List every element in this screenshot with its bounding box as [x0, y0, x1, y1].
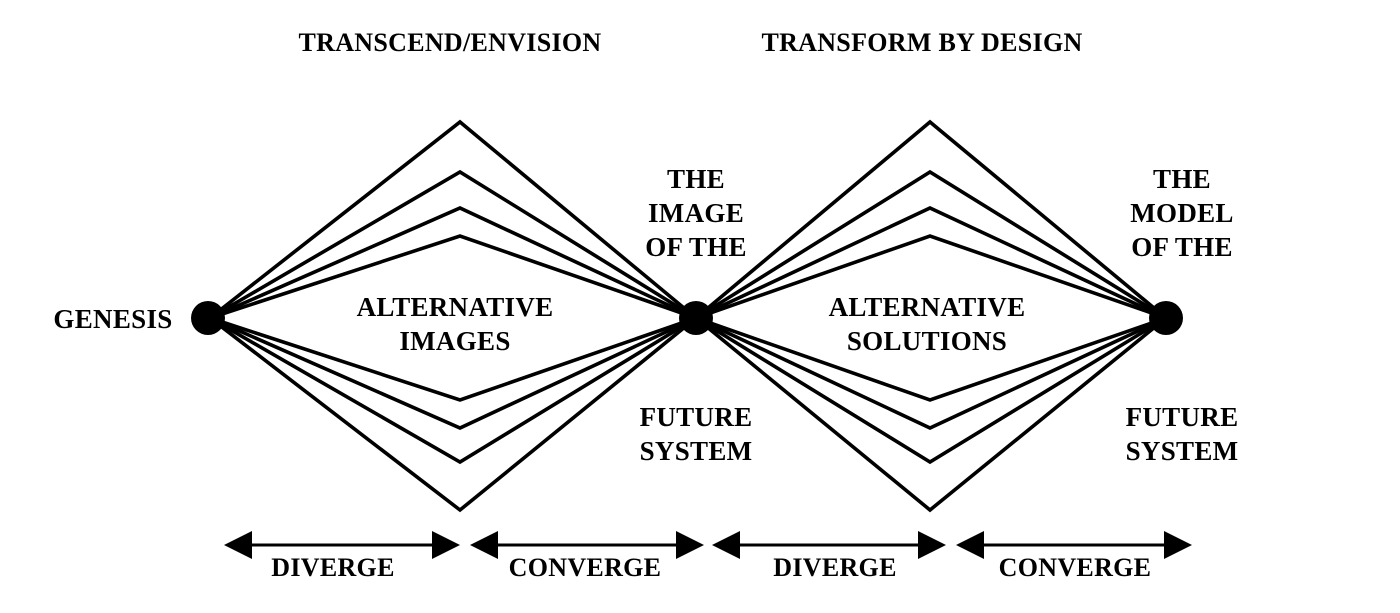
- image-future-system-line-2: SYSTEM: [639, 436, 753, 466]
- image-of-the-line-2: IMAGE: [648, 198, 744, 228]
- alternative-solutions-line-1: ALTERNATIVE: [828, 292, 1026, 322]
- image-of-the-label: THE IMAGE OF THE: [624, 162, 768, 264]
- title-transform-by-design: TRANSFORM BY DESIGN: [761, 28, 1083, 57]
- phase-diverge-1: DIVERGE: [271, 553, 395, 582]
- alternative-images-label: ALTERNATIVE IMAGES: [340, 290, 570, 358]
- left-diamond-line-bottom-1: [209, 316, 697, 402]
- left-diamond-line-bottom-4: [208, 316, 698, 513]
- left-diamond-line-top-1: [208, 119, 698, 320]
- right-diamond-line-top-1: [694, 119, 1168, 320]
- alternative-solutions-label: ALTERNATIVE SOLUTIONS: [812, 290, 1042, 358]
- model-of-the-line-1: THE: [1153, 164, 1211, 194]
- diverge-arrow-2: [712, 531, 946, 559]
- converge-arrow-2: [956, 531, 1192, 559]
- title-transcend-envision: TRANSCEND/ENVISION: [298, 28, 602, 57]
- model-node: [1149, 301, 1183, 335]
- image-node: [679, 301, 713, 335]
- image-of-the-line-3: OF THE: [645, 232, 747, 262]
- left-diamond-line-top-3: [209, 206, 697, 320]
- model-of-the-line-3: OF THE: [1131, 232, 1233, 262]
- left-diamond-line-top-2: [209, 169, 697, 320]
- alternative-images-line-1: ALTERNATIVE: [356, 292, 554, 322]
- left-diamond-line-bottom-3: [209, 316, 697, 465]
- right-diamond-line-top-3: [695, 206, 1167, 320]
- alternative-solutions-line-2: SOLUTIONS: [846, 326, 1008, 356]
- image-future-system-line-1: FUTURE: [639, 402, 753, 432]
- model-future-system-label: FUTURE SYSTEM: [1110, 400, 1254, 468]
- right-diamond-line-bottom-4: [694, 316, 1168, 513]
- image-future-system-label: FUTURE SYSTEM: [624, 400, 768, 468]
- left-diamond-line-bottom-2: [209, 316, 697, 430]
- model-future-system-line-1: FUTURE: [1125, 402, 1239, 432]
- model-future-system-line-2: SYSTEM: [1125, 436, 1239, 466]
- right-diamond-line-top-2: [695, 169, 1167, 320]
- model-of-the-line-2: MODEL: [1130, 198, 1234, 228]
- right-diamond-line-bottom-2: [695, 316, 1167, 430]
- phase-converge-2: CONVERGE: [998, 553, 1152, 582]
- phase-diverge-2: DIVERGE: [773, 553, 897, 582]
- diverge-arrow-1: [224, 531, 460, 559]
- model-of-the-label: THE MODEL OF THE: [1110, 162, 1254, 264]
- alternative-images-line-2: IMAGES: [399, 326, 511, 356]
- right-diamond-line-bottom-3: [695, 316, 1167, 465]
- converge-arrow-1: [470, 531, 704, 559]
- right-diamond-line-top-4: [695, 234, 1167, 320]
- right-diamond-line-bottom-1: [695, 316, 1167, 402]
- image-of-the-line-1: THE: [667, 164, 725, 194]
- genesis-label: GENESIS: [53, 304, 173, 334]
- left-diamond-line-top-4: [209, 234, 697, 320]
- phase-converge-1: CONVERGE: [508, 553, 662, 582]
- genesis-node: [191, 301, 225, 335]
